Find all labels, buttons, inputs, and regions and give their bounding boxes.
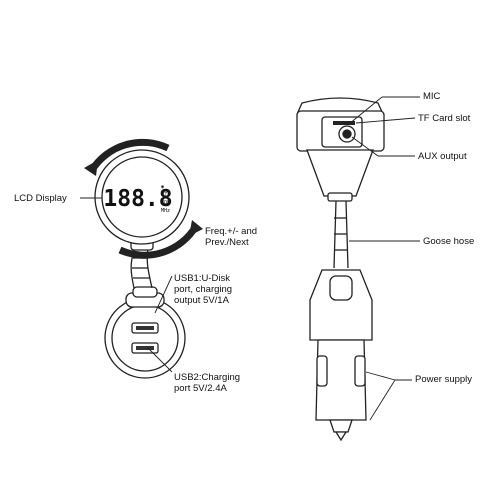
lcd-mark-1: ◉ (161, 184, 164, 190)
rotation-arrow-top (89, 138, 170, 172)
gooseneck-left (130, 239, 154, 289)
transmitter-head (296, 97, 385, 202)
label-usb2: USB2:Charging port 5V/2.4A (174, 372, 241, 394)
lcd-digits: 188.8 (103, 186, 172, 212)
left-device-front-view (94, 149, 190, 379)
rotation-arrows (84, 138, 203, 259)
lcd-mark-2: HZ (161, 192, 167, 198)
aux-jack (338, 125, 356, 143)
label-usb1: USB1:U-Disk port, charging output 5V/1A (174, 273, 233, 306)
gooseneck-right (333, 200, 349, 269)
tf-card-slot (333, 121, 355, 125)
label-aux-output: AUX output (418, 151, 467, 162)
label-mic: MIC (423, 91, 441, 102)
label-power-supply: Power supply (415, 374, 473, 385)
label-freq-prev-next: Freq.+/- and Prev./Next (205, 226, 258, 248)
label-goose-hose: Goose hose (423, 236, 475, 247)
usb1-port (131, 322, 159, 334)
right-device-side-view (296, 97, 385, 442)
display-head (94, 149, 190, 245)
label-tf-card-slot: TF Card slot (418, 113, 471, 124)
lcd-mark-4: MHz (161, 208, 170, 214)
lcd-mark-3: VOL (161, 200, 170, 206)
label-lcd-display: LCD Display (14, 193, 67, 204)
usb2-port (131, 342, 159, 354)
charger-body (309, 269, 373, 442)
usb-charger-body (104, 286, 186, 379)
right-leader-lines (348, 96, 420, 421)
left-leader-lines (80, 197, 173, 373)
